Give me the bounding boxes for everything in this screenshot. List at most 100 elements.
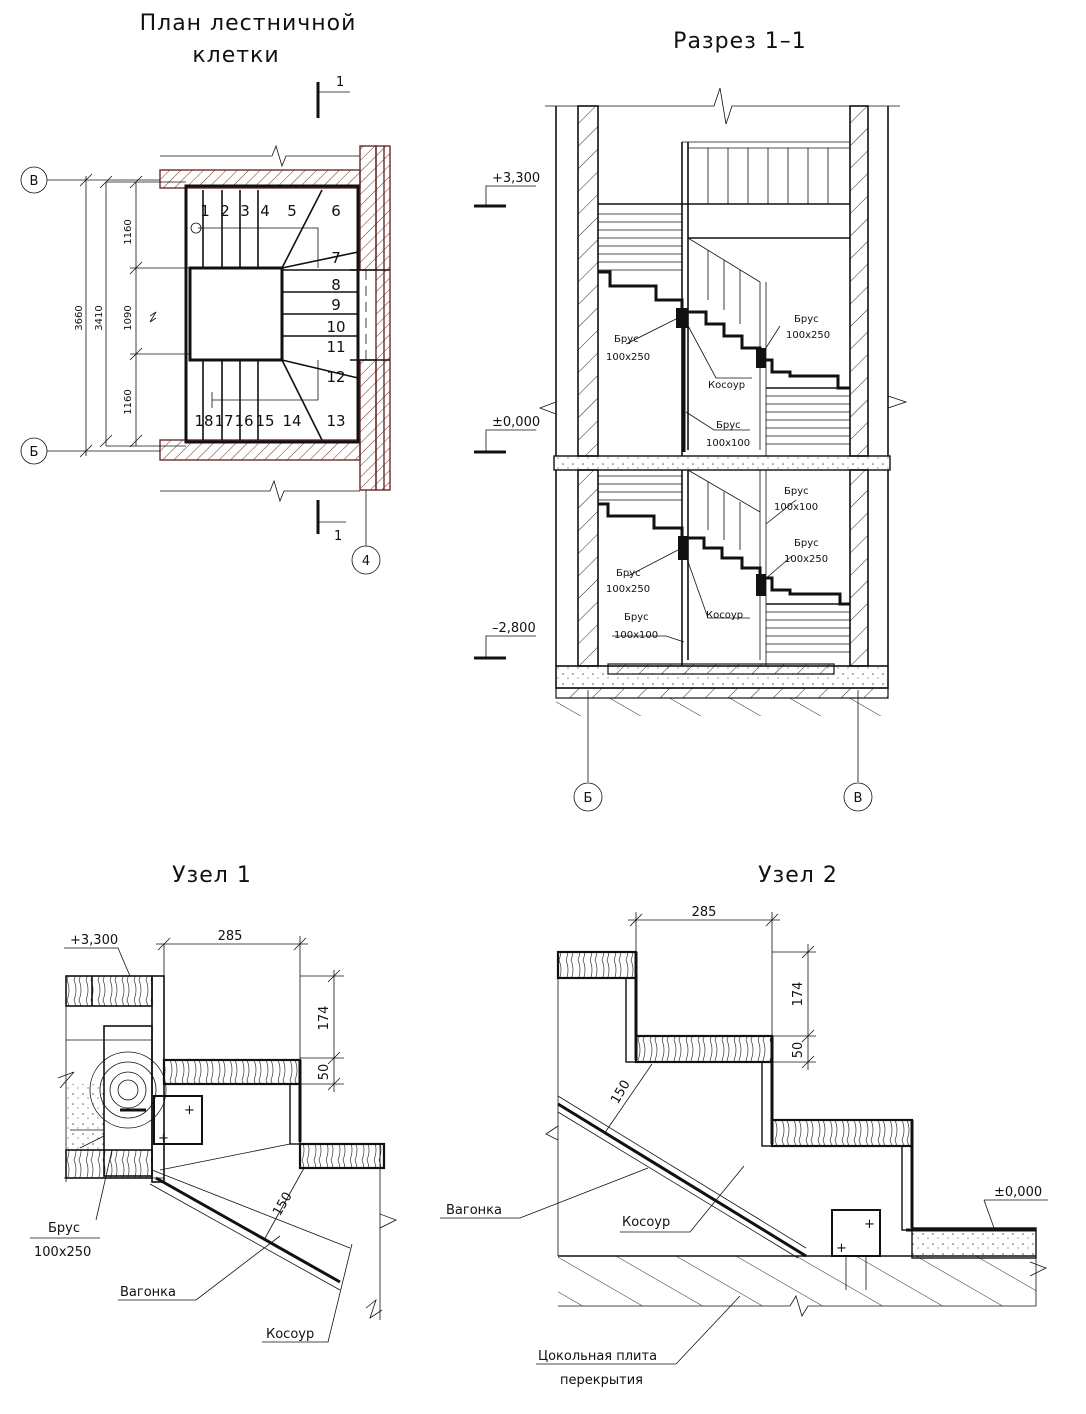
level-mark-zero: ±0,000	[474, 415, 540, 454]
callout-brus-size: 100x250	[786, 330, 830, 341]
section-axis-v-label: В	[854, 791, 863, 806]
level-zero-label: ±0,000	[492, 415, 540, 430]
callout-brus-label: Брус	[794, 538, 819, 549]
node-2-title: Узел 2	[758, 863, 838, 888]
step-number: 4	[260, 202, 270, 220]
node-1-bolt-plus: +	[158, 1131, 169, 1146]
plan-title-line1: План лестничной	[140, 11, 357, 36]
callout-brus-size: 100x250	[606, 352, 650, 363]
callout-brus-label: Брус	[614, 334, 639, 345]
step-number: 16	[234, 412, 253, 430]
node-2-ground	[558, 1255, 1047, 1317]
callout-brus-label: Брус	[616, 568, 641, 579]
section-upper-flight	[598, 141, 850, 456]
level-mark-bottom: –2,800	[474, 621, 536, 660]
section-axis-b-label: Б	[584, 791, 593, 806]
dim-1160-top: 1160	[123, 219, 134, 244]
node-1-dim-285: 285	[218, 929, 243, 944]
section-mark-top-label: 1	[336, 75, 344, 90]
section-callouts: Брус 100x250 Брус 100x250 Косоур Брус 10…	[606, 314, 830, 643]
plan-axis-v-label: В	[30, 174, 39, 189]
node-1-dim-174: 174	[317, 1006, 332, 1031]
node-1-title: Узел 1	[172, 863, 252, 888]
plan-walls	[159, 145, 391, 491]
plan-axis-v: В	[20, 166, 160, 194]
callout-brus-size: 100x100	[614, 630, 658, 641]
step-number: 10	[326, 318, 345, 336]
plan-dimensions: 3660 3410 1160 1090 1160	[74, 173, 190, 458]
step-number: 7	[331, 249, 341, 267]
dim-3660: 3660	[74, 305, 85, 330]
callout-brus-size: 100x250	[606, 584, 650, 595]
plan-stair-outline	[184, 184, 360, 444]
section-mark-bottom-label: 1	[334, 529, 342, 544]
section-mark-top: 1	[316, 75, 350, 118]
node-2-dim-285: 285	[692, 905, 717, 920]
node-1-dim-50: 50	[317, 1064, 332, 1081]
step-number: 11	[326, 338, 345, 356]
node-2-dimensions: 285 174 50 150	[603, 905, 816, 1135]
callout-brus-label: Брус	[784, 486, 809, 497]
step-number: 6	[331, 202, 341, 220]
plan-break-line-bottom	[160, 479, 360, 503]
dim-1160-bottom: 1160	[123, 389, 134, 414]
node-2-dim-50: 50	[791, 1042, 806, 1059]
step-number: 3	[240, 202, 250, 220]
node-2-detail: Узел 2 + +	[440, 863, 1048, 1388]
node-1-bolt-plus: +	[184, 1103, 195, 1118]
callout-brus-label: Брус	[794, 314, 819, 325]
step-number: 18	[194, 412, 213, 430]
section-walls	[538, 105, 908, 716]
plan-axis-b-label: Б	[30, 445, 39, 460]
node-2-plate-line1: Цокольная плита	[538, 1349, 657, 1364]
level-bottom-label: –2,800	[492, 621, 536, 636]
node-2-bolt-plus: +	[864, 1217, 875, 1232]
step-number: 1	[200, 202, 210, 220]
callout-brus-label: Брус	[624, 612, 649, 623]
node-1-labels: Брус 100x250 Вагонка Косоур	[30, 1149, 353, 1343]
stair-plan: План лестничной клетки 1 1	[20, 11, 391, 575]
node-1-level-label: +3,300	[70, 933, 118, 948]
plan-axis-4: 4	[351, 490, 381, 575]
section-axis-v: В	[843, 690, 873, 812]
step-number: 8	[331, 276, 341, 294]
callout-brus-label: Брус	[716, 420, 741, 431]
section-title: Разрез 1–1	[673, 29, 807, 54]
step-number: 5	[287, 202, 297, 220]
plan-step-numbers: 1 2 3 4 5 6 7 8 9 10 11 12 13 14 15 16 1…	[194, 202, 345, 430]
node-2-vagonka: Вагонка	[446, 1203, 502, 1218]
step-number: 15	[255, 412, 274, 430]
step-number: 12	[326, 368, 345, 386]
node-2-labels: ±0,000 Вагонка Косоур Цокольная плита пе…	[440, 1165, 1048, 1388]
node-1-dim-150: 150	[270, 1190, 295, 1219]
step-number: 9	[331, 296, 341, 314]
node-1-steps: + +	[149, 1058, 397, 1320]
node-1-level: +3,300	[64, 933, 131, 977]
plan-title-line2: клетки	[192, 43, 279, 68]
node-2-dim-150: 150	[608, 1078, 633, 1107]
callout-brus-size: 100x100	[706, 438, 750, 449]
section-break-line-top	[545, 87, 900, 125]
callout-brus-size: 100x100	[774, 502, 818, 513]
section-mark-bottom: 1	[316, 500, 346, 544]
node-1-detail: Узел 1 +3,300	[30, 863, 397, 1343]
level-top-label: +3,300	[492, 171, 540, 186]
node-2-dim-174: 174	[791, 982, 806, 1007]
node-1-beam	[70, 1025, 167, 1177]
step-number: 13	[326, 412, 345, 430]
plan-axis-4-label: 4	[362, 554, 370, 569]
plan-break-line-top	[160, 144, 360, 168]
node-2-plate-line2: перекрытия	[560, 1373, 643, 1388]
stair-section: Разрез 1–1	[474, 29, 908, 812]
dim-1090: 1090	[123, 305, 134, 330]
plan-axis-b: Б	[20, 437, 160, 465]
level-mark-top: +3,300	[474, 171, 540, 208]
section-lower-flight	[598, 469, 850, 666]
section-axis-b: Б	[573, 690, 603, 812]
dim-3410: 3410	[94, 305, 105, 330]
callout-kosour: Косоур	[706, 610, 743, 621]
node-1-brus-size: 100x250	[34, 1245, 91, 1260]
callout-brus-size: 100x250	[784, 554, 828, 565]
node-1-slab	[57, 975, 165, 1183]
